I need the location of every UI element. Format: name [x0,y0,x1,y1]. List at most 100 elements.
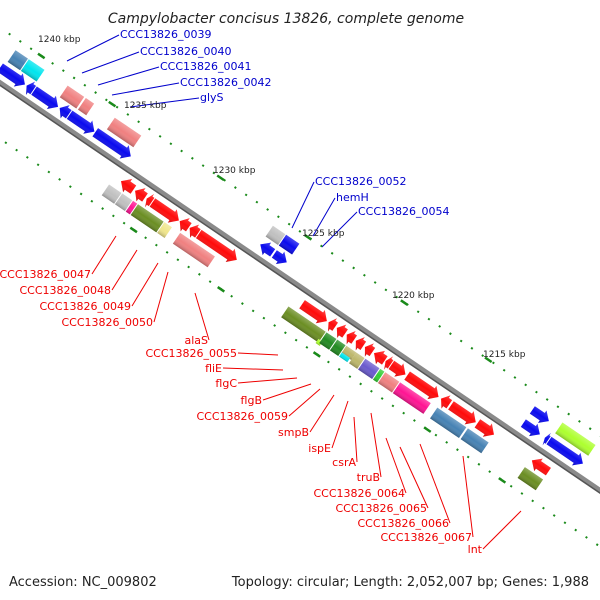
gene-pink-0065 [392,382,431,414]
tick-major-top-5 [484,356,493,364]
gene-blue-top-4-shade [66,110,95,134]
tick-dot-bottom [144,236,148,240]
gene-red-g2-9-shade [404,371,439,400]
tick-major-bottom-1 [217,286,226,293]
gene-gray-0052 [265,225,286,245]
gene-label-bottom-4: alaS [184,334,208,347]
gene-blue-top-1-shade [26,81,37,95]
tick-dot-bottom [337,367,341,371]
gene-salmon-0064-shade [377,372,400,393]
genome-track [0,32,600,547]
tick-major-top-0 [37,52,46,60]
tick-dot-top [137,120,140,124]
tick-dot-top [190,156,194,160]
gene-blue-hemH-shade [278,234,300,255]
gene-red-g2-9 [404,371,439,400]
gene-cyan-0039b-shade [20,59,45,82]
tick-dot-bottom [284,331,287,335]
tick-major-bottom-4 [498,477,507,484]
tick-dot-bottom [402,411,406,415]
tick-dot-bottom [509,484,513,488]
gene-blue-right-d [546,436,583,466]
gene-label-bottom-3: CCC13826_0050 [61,316,153,329]
gene-red-g1-4-shade [179,218,192,232]
gene-red-g2-8-shade [388,360,406,377]
tick-dot-top [341,259,345,263]
tick-dot-bottom [542,506,545,510]
tick-dot-bottom [165,251,169,254]
tick-dot-top [126,113,130,116]
tick-dot-bottom [58,177,61,181]
tick-dot-bottom [434,433,438,437]
tick-dot-bottom [36,163,40,167]
gene-red-g2-7 [384,356,394,370]
tick-dot-top [330,251,334,255]
gene-blue-top-3-shade [59,105,72,119]
gene-red-g2-8 [388,360,406,377]
gene-red-g2-4-shade [355,337,367,351]
gene-salmon-0064 [377,372,400,393]
gene-red-g2-6 [374,350,388,365]
leader-line-top-0 [66,34,120,62]
gene-label-bottom-6: fliE [205,362,222,375]
gene-salmon-0041 [77,98,95,116]
gene-pink-0049a-shade [125,200,138,215]
gene-olive-0049 [130,204,164,233]
leader-line-bottom-11 [331,400,349,449]
gene-green-flgB-shade [329,339,346,356]
leader-line-bottom-14 [385,437,407,494]
gene-cyan-smpB-shade [339,352,351,363]
gene-steel-0067 [460,428,489,454]
tick-dot-top [104,98,108,102]
tick-dot-bottom [68,185,72,189]
tick-dot-bottom [208,280,212,284]
tick-dot-top [352,266,356,270]
tick-dot-bottom [359,382,363,386]
tick-dot-top [180,149,184,153]
gene-blue-top-5 [92,128,131,159]
gene-red-g2-10 [441,395,453,409]
gene-olive-lnt [517,467,544,491]
gene-purple-csrA [358,358,380,380]
gene-label-bottom-9: CCC13826_0059 [196,410,288,423]
tick-dot-bottom [305,346,309,349]
tick-dot-top [459,339,463,343]
leader-line-bottom-16 [419,443,451,524]
tick-dot-bottom [47,170,51,174]
backbone-shadow [0,61,600,524]
tick-dot-top [83,83,87,87]
tick-dot-bottom [15,148,18,152]
gene-blue-0054a-shade [260,242,276,257]
leader-line-top-2 [97,66,160,86]
tick-dot-bottom [595,543,599,547]
tick-dot-top [427,317,431,321]
tick-dot-top [255,200,259,204]
gene-label-top-7: CCC13826_0054 [358,205,450,218]
gene-salmon-alaS [172,232,215,268]
gene-red-g1-0-shade [121,179,137,194]
tick-label-1: 1235 kbp [124,101,167,111]
gene-red-g1-3 [149,198,179,223]
gene-label-bottom-5: CCC13826_0055 [145,347,237,360]
leader-line-top-3 [111,82,180,96]
gene-lime-right [555,422,596,456]
leader-line-bottom-10 [309,394,335,433]
tick-major-top-3 [304,234,313,241]
tick-dot-bottom [101,207,104,210]
leader-line-bottom-9 [288,388,321,417]
gene-red-g1-4 [179,218,192,232]
gene-blue-right-a [529,406,549,423]
gene-label-bottom-7: flgC [215,377,237,390]
tick-dot-bottom [327,360,330,364]
gene-label-bottom-16: CCC13826_0066 [357,517,449,530]
gene-red-g2-7-shade [384,356,394,370]
gene-red-g2-3 [346,330,357,345]
gene-blue-top-0 [0,63,25,87]
leader-line-bottom-4 [194,292,210,341]
leader-line-bottom-7 [237,377,298,384]
gene-salmon-alaS-shade [172,232,215,268]
tick-dot-top [115,105,119,109]
leader-line-top-4 [129,97,200,108]
gene-label-bottom-11: ispE [308,442,331,455]
